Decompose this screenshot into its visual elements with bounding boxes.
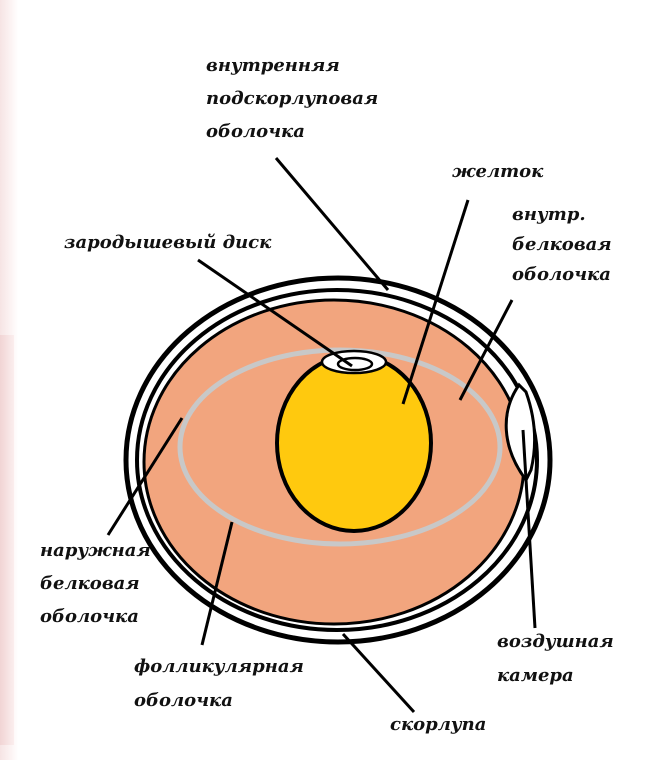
leader-inner-shell-membrane [276,158,388,290]
label-inner-shell-membrane: внутренняя подскорлуповая оболочка [206,49,378,148]
germinal-disc [322,351,386,373]
label-shell: скорлупа [390,712,486,737]
leader-shell [343,634,414,712]
label-germinal-disc: зародышевый диск [64,230,271,255]
label-air-chamber: воздушная камера [497,625,614,693]
label-inner-albumen-membrane: внутр. белковая оболочка [512,200,612,290]
label-outer-albumen-membrane: наружная белковая оболочка [40,534,151,633]
label-yolk: желток [452,159,543,184]
label-follicular-membrane: фолликулярная оболочка [134,650,304,718]
yolk [277,355,431,531]
